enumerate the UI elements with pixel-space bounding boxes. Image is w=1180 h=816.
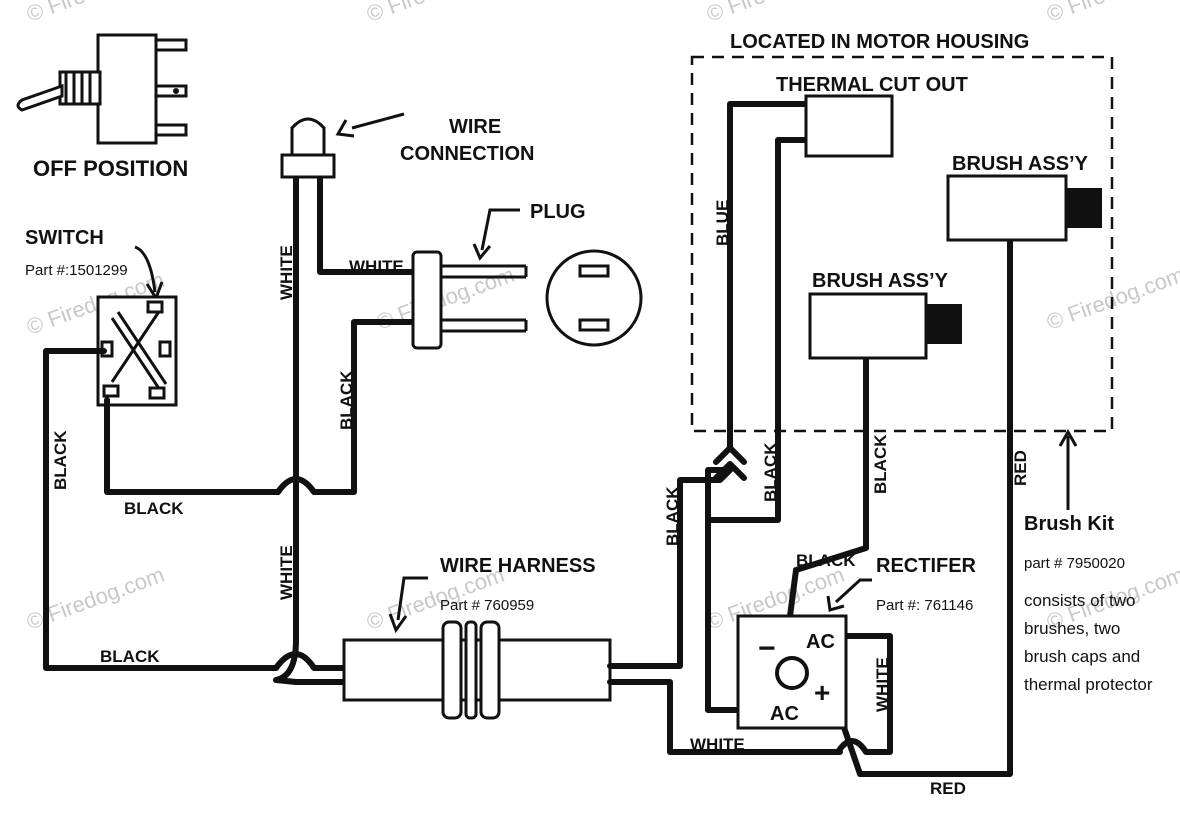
switch-part-label: Part #:1501299 [25, 262, 128, 279]
brush-kit-label: Brush Kit [1024, 513, 1114, 535]
toggle-lever [16, 83, 64, 112]
watermark: © Firedog.com [363, 0, 507, 27]
wire-label-black-bottom: BLACK [100, 647, 160, 666]
wire-harness-pointer [396, 576, 428, 621]
wire-label-black-plug: BLACK [337, 370, 356, 430]
brush-cap-middle [926, 304, 962, 344]
wire-label-black-thermal: BLACK [761, 442, 780, 502]
brush-assembly-middle [808, 292, 928, 360]
rectifier-ac-top: AC [806, 631, 835, 653]
wire-label-black-switch: BLACK [124, 499, 184, 518]
rectifier-ac-bottom: AC [770, 703, 799, 725]
wire-connection-label-1: WIRE [449, 116, 501, 138]
wire-black-hop [273, 651, 347, 671]
plug-pointer [480, 208, 520, 251]
brush-assy-middle-label: BRUSH ASS’Y [812, 270, 949, 292]
brush-cap-top [1066, 188, 1102, 228]
brush-kit-desc-1: consists of two [1024, 591, 1136, 610]
thermal-cut-out [804, 94, 894, 158]
wire-black-thermal [705, 137, 809, 523]
wire-black-brush-rectifier [787, 357, 869, 619]
rectifier-icon: AC AC − + [736, 614, 848, 730]
brush-kit-desc-4: thermal protector [1024, 675, 1153, 694]
wire-label-black-harness: BLACK [663, 486, 682, 546]
wire-label-black-brush: BLACK [871, 434, 890, 494]
rectifier-pointer [834, 578, 872, 604]
wire-harness-label: WIRE HARNESS [440, 555, 596, 577]
wire-label-red-bottom: RED [930, 779, 966, 798]
wire-white-harness-right [607, 679, 843, 755]
rectifier-label: RECTIFER [876, 555, 977, 577]
wire-label-white-plug: WHITE [349, 257, 404, 276]
wire-black-to-plug [275, 319, 415, 495]
brush-assembly-top [946, 174, 1068, 242]
wire-label-white-ac: WHITE [873, 657, 892, 712]
plug-label: PLUG [530, 201, 586, 223]
wire-connection-label-2: CONNECTION [400, 143, 534, 165]
wire-white-to-plug [317, 173, 415, 275]
outlet-icon [545, 249, 643, 347]
wire-blue [727, 101, 809, 451]
wire-connector-chevron-bottom [713, 461, 747, 481]
wire-label-blue: BLUE [713, 200, 732, 246]
wire-black-harness-right [607, 467, 733, 669]
toggle-body [96, 33, 158, 145]
wire-label-white: WHITE [277, 245, 296, 300]
wire-white-ac [835, 633, 893, 755]
wire-connection-pointer [351, 112, 405, 130]
wire-label-red-vertical: RED [1011, 450, 1030, 486]
wire-black-switch-plug [104, 397, 281, 495]
switch-label: SWITCH [25, 227, 104, 249]
motor-housing-box [690, 55, 1114, 433]
wire-connector-chevron-top [713, 445, 747, 465]
brush-assy-top-label: BRUSH ASS’Y [952, 153, 1089, 175]
brush-kit-desc-2: brushes, two [1024, 619, 1120, 638]
wire-label-white-bottom: WHITE [690, 735, 745, 754]
rocker-switch-icon [96, 295, 178, 407]
plug-icon [411, 250, 528, 350]
wire-label-black-rectifier: BLACK [796, 551, 856, 570]
thermal-cut-out-label: THERMAL CUT OUT [776, 74, 968, 96]
motor-housing-label: LOCATED IN MOTOR HOUSING [730, 31, 1029, 53]
off-position-label: OFF POSITION [33, 156, 188, 181]
wire-label-black-left: BLACK [51, 430, 70, 490]
brush-kit-part-label: part # 7950020 [1024, 555, 1125, 572]
wire-connection-icon [280, 117, 336, 179]
watermark: © Firedog.com [23, 0, 167, 27]
toggle-switch-icon [16, 33, 188, 145]
brush-kit-desc-3: brush caps and [1024, 647, 1140, 666]
wire-black-to-ac [705, 467, 743, 713]
switch-pointer [134, 245, 157, 293]
rectifier-minus: − [758, 632, 776, 665]
rectifier-part-label: Part #: 761146 [876, 597, 973, 614]
wire-harness-part-label: Part # 760959 [440, 597, 534, 614]
wire-black-switch-harness [43, 348, 279, 671]
watermark: © Firedog.com [703, 0, 847, 27]
wire-harness-icon [342, 620, 612, 720]
wire-white-main [273, 173, 347, 685]
wire-label-white-lower: WHITE [277, 545, 296, 600]
rectifier-plus: + [814, 677, 830, 708]
watermark: © Firedog.com [1043, 0, 1180, 27]
